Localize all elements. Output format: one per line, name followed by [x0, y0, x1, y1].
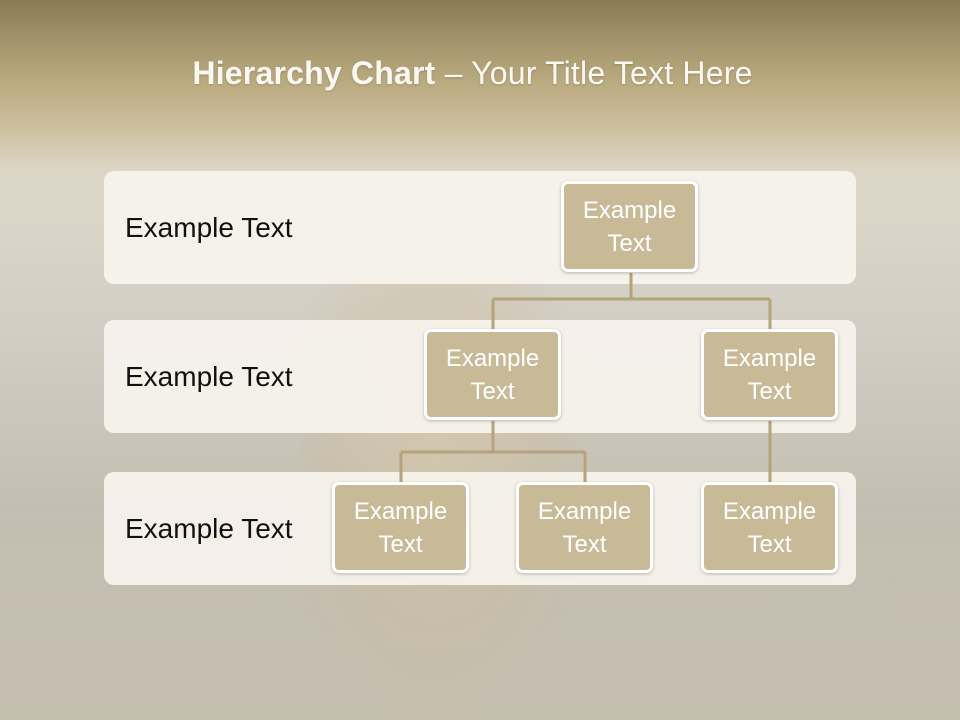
title-bold: Hierarchy Chart	[192, 55, 436, 91]
node-level3-c[interactable]: Example Text	[701, 482, 838, 573]
node-level3-a[interactable]: Example Text	[332, 482, 469, 573]
level-label-3: Example Text	[125, 512, 293, 544]
node-level3-b[interactable]: Example Text	[516, 482, 653, 573]
level-band-1: Example Text	[104, 171, 856, 284]
level-label-2: Example Text	[125, 360, 293, 392]
slide-title: Hierarchy Chart – Your Title Text Here	[0, 55, 945, 92]
title-rest: – Your Title Text Here	[435, 55, 753, 91]
node-level2-right[interactable]: Example Text	[701, 329, 838, 420]
node-level2-left[interactable]: Example Text	[424, 329, 561, 420]
node-root[interactable]: Example Text	[561, 181, 698, 272]
level-label-1: Example Text	[125, 211, 293, 243]
